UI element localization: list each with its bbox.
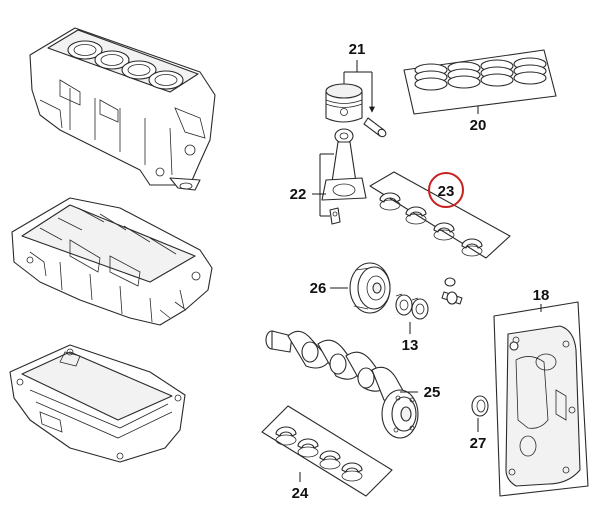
callout-21-leader xyxy=(343,60,372,112)
conrod-bearings xyxy=(369,171,511,259)
callout-20: 20 xyxy=(470,117,487,134)
ladder-frame-icon xyxy=(11,197,213,326)
main-bearings xyxy=(261,405,393,497)
callout-18: 18 xyxy=(533,287,550,304)
crank-sprocket xyxy=(395,293,429,320)
callout-22-leader xyxy=(312,153,334,217)
thrust-washers xyxy=(441,277,463,305)
callout-13: 13 xyxy=(402,337,419,354)
callout-23-highlight xyxy=(428,172,464,208)
piston-assembly xyxy=(325,83,387,138)
oil-pan-icon xyxy=(9,344,186,463)
callout-21: 21 xyxy=(349,41,366,58)
callout-22: 22 xyxy=(290,186,307,203)
engine-block-icon xyxy=(29,27,216,191)
callout-23: 23 xyxy=(438,183,455,200)
piston-rings xyxy=(403,49,557,115)
crankshaft xyxy=(265,330,419,439)
front-oil-seal xyxy=(471,395,489,417)
callout-24: 24 xyxy=(292,485,309,502)
timing-cover xyxy=(493,301,589,497)
crank-pulley xyxy=(349,262,391,314)
callout-27: 27 xyxy=(470,435,487,452)
callout-25: 25 xyxy=(424,384,441,401)
connecting-rod xyxy=(321,128,367,225)
callout-26: 26 xyxy=(310,280,327,297)
